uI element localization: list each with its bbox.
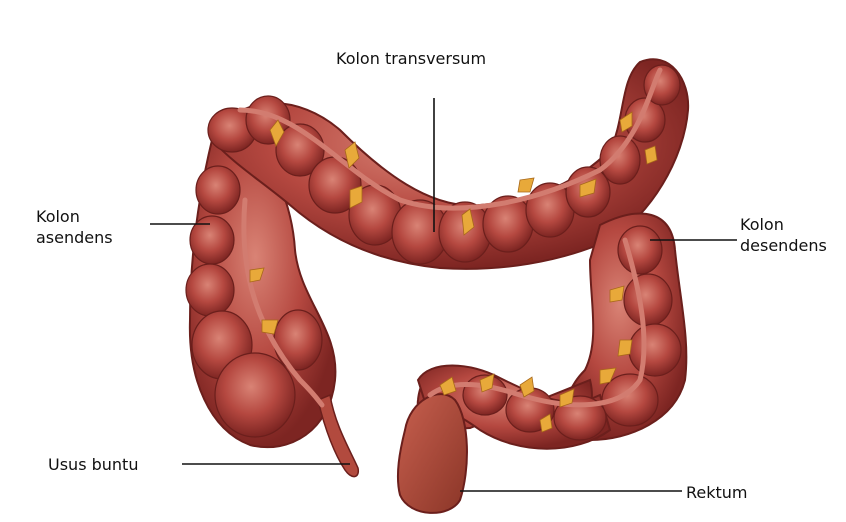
label-usus-buntu: Usus buntu: [48, 454, 138, 475]
label-kolon-desendens-line2: desendens: [740, 235, 827, 256]
label-kolon-desendens-line1: Kolon: [740, 214, 827, 235]
label-kolon-asendens-line1: Kolon: [36, 206, 113, 227]
label-kolon-asendens-line2: asendens: [36, 227, 113, 248]
label-kolon-transversum: Kolon transversum: [336, 48, 486, 69]
label-kolon-desendens: Kolon desendens: [740, 214, 827, 256]
label-rektum: Rektum: [686, 482, 748, 503]
label-kolon-asendens: Kolon asendens: [36, 206, 113, 248]
